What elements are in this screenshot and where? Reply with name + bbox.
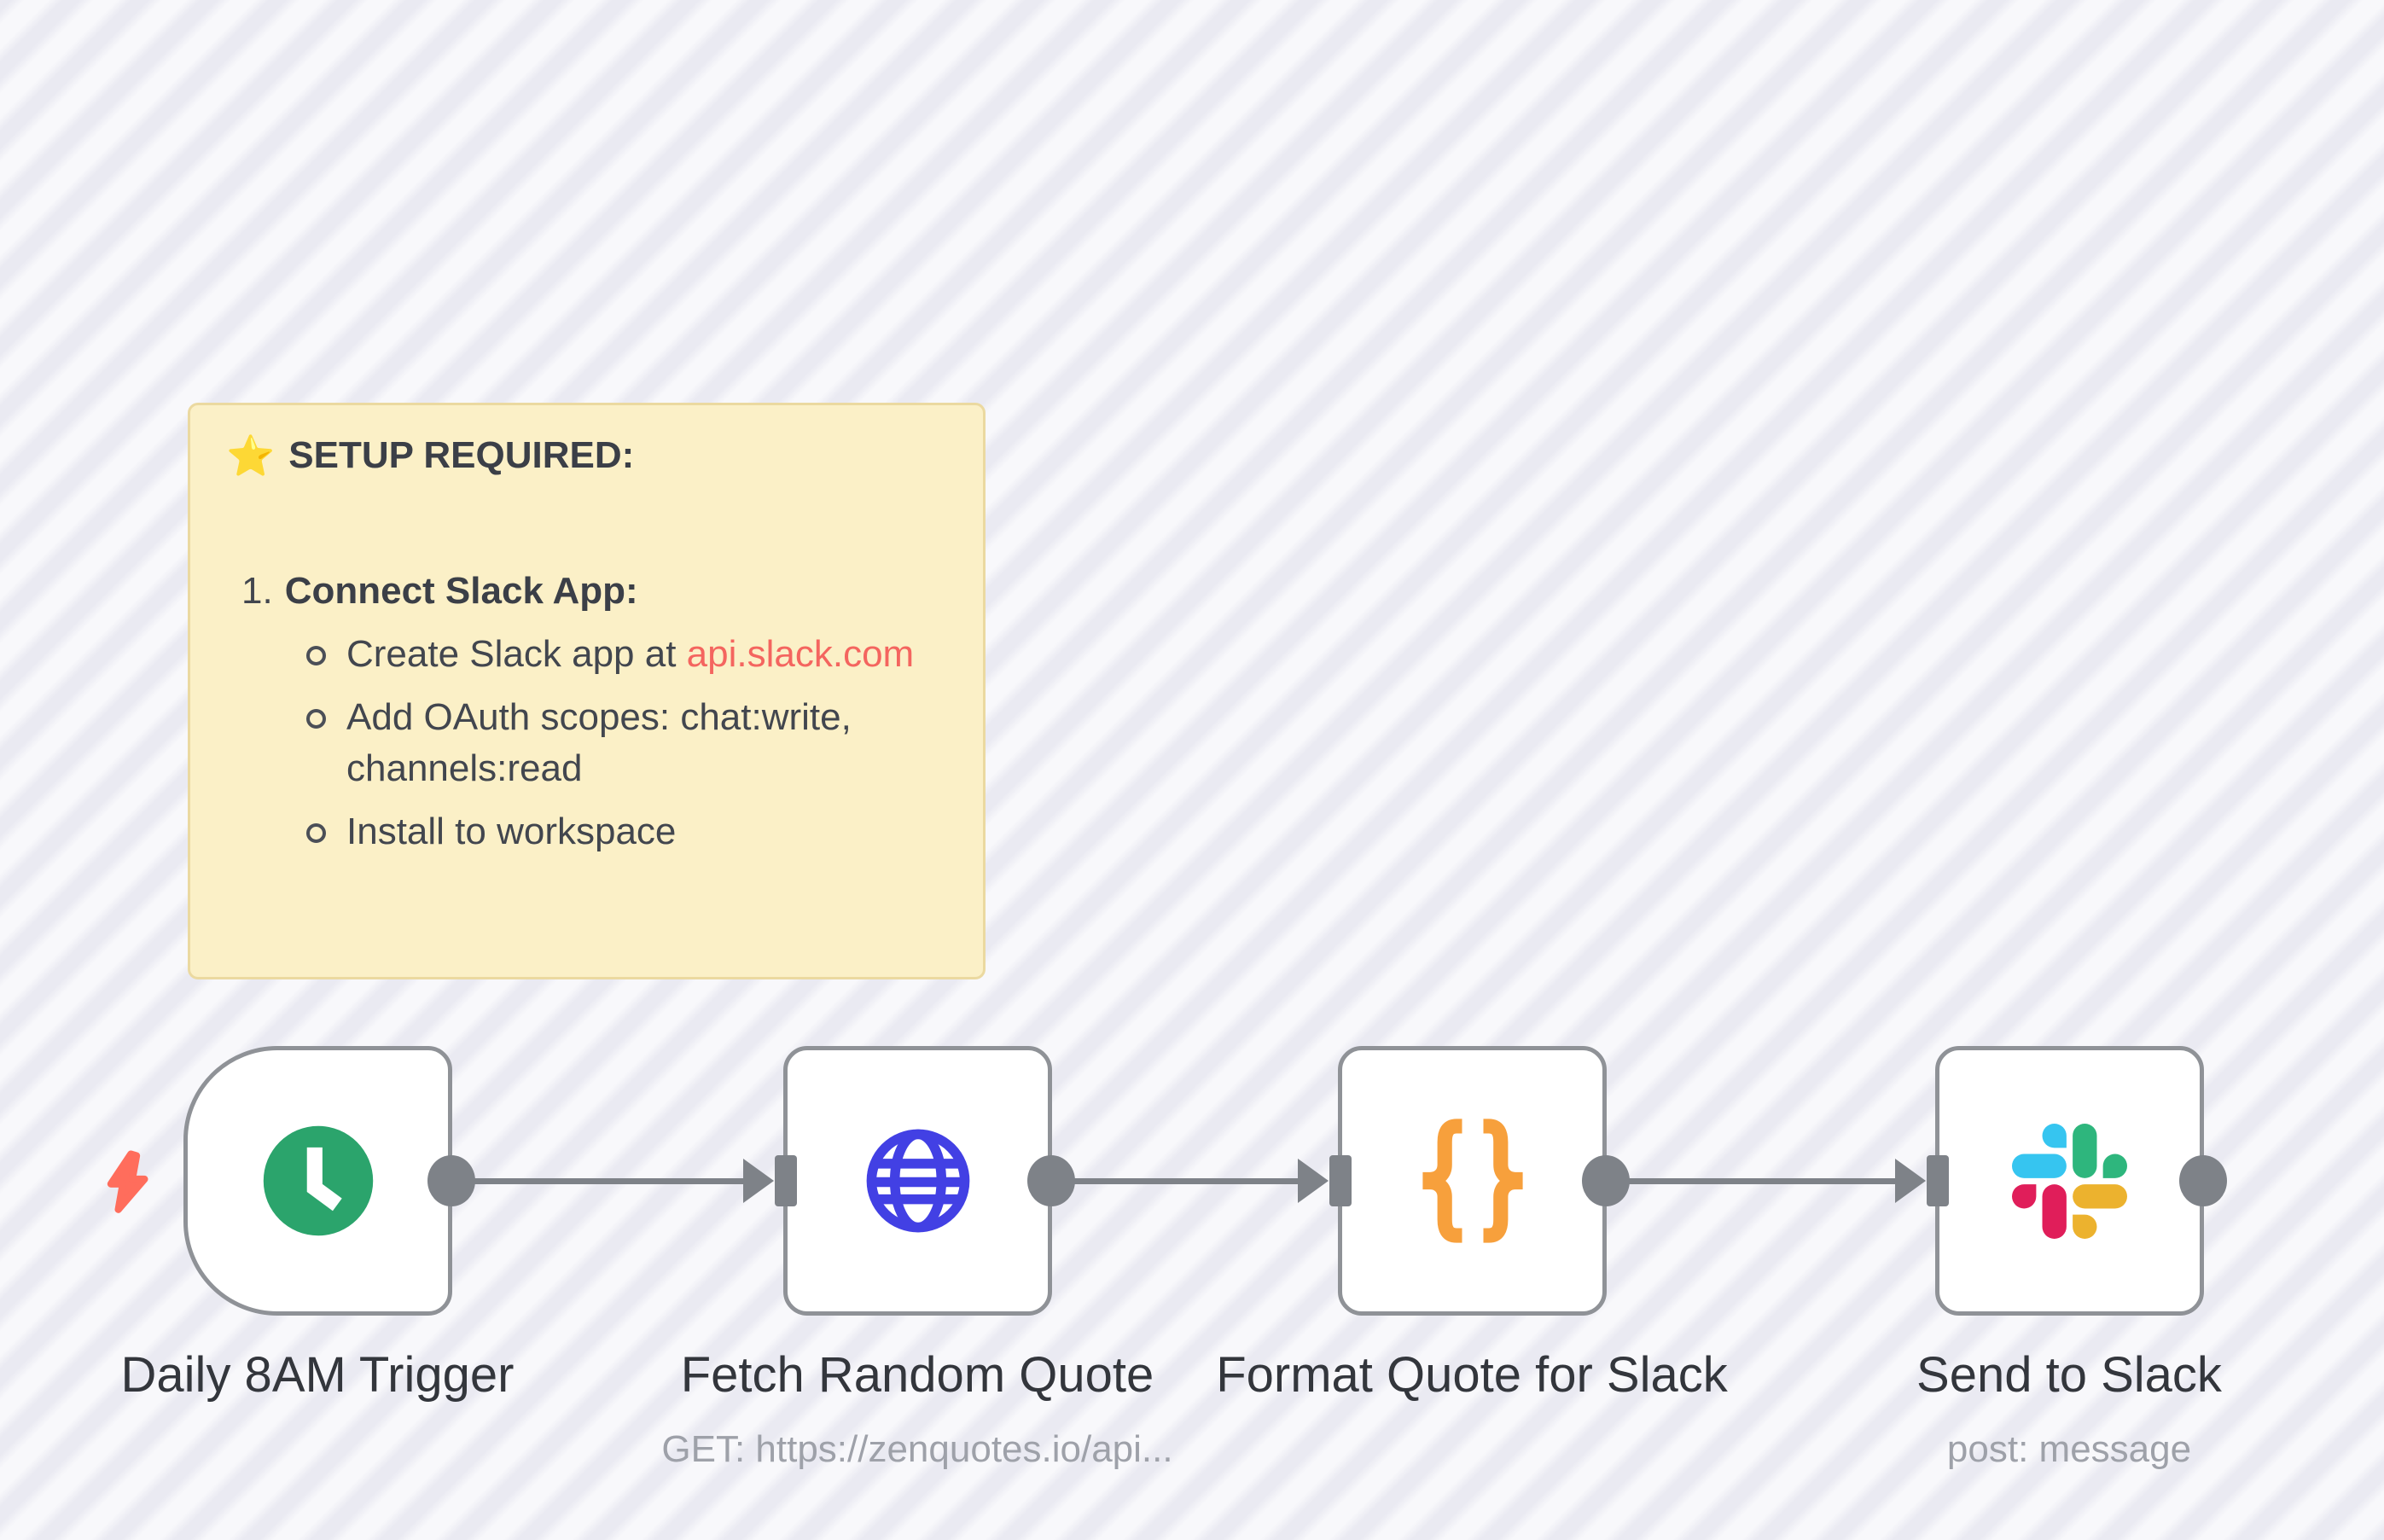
step-number: 1. (241, 570, 273, 612)
input-port[interactable] (1927, 1155, 1949, 1206)
list-item: Create Slack app at api.slack.com (306, 629, 951, 680)
sticky-note[interactable]: ⭐ SETUP REQUIRED: 1. Connect Slack App: C… (188, 403, 986, 979)
bullet-text-segment: Create Slack app at (346, 633, 687, 675)
bullet-circle-icon (306, 823, 326, 843)
sticky-title-text: SETUP REQUIRED: (288, 434, 635, 476)
input-port[interactable] (775, 1155, 797, 1206)
input-arrow-icon (1298, 1159, 1329, 1203)
sticky-note-bullet-list: Create Slack app at api.slack.com Add OA… (223, 629, 951, 857)
list-item: Install to workspace (306, 806, 951, 857)
clock-icon (263, 1125, 373, 1236)
star-icon: ⭐ (226, 433, 276, 478)
bullet-circle-icon (306, 646, 326, 665)
input-arrow-icon (1895, 1159, 1926, 1203)
node-subtitle: GET: https://zenquotes.io/api... (661, 1428, 1173, 1470)
sticky-note-title: ⭐ SETUP REQUIRED: (223, 434, 951, 477)
node-subtitle: post: message (1946, 1428, 2192, 1470)
node-label: Send to Slack (1916, 1347, 2222, 1403)
bullet-text: Install to workspace (346, 811, 677, 852)
connection-wire[interactable] (1611, 1178, 1898, 1184)
node-fetch-random-quote[interactable] (743, 1046, 1075, 1316)
sticky-note-step: 1. Connect Slack App: (223, 566, 951, 617)
node-caption: Send to Slack post: message (1685, 1348, 2384, 1471)
output-port[interactable] (427, 1155, 475, 1206)
output-port[interactable] (2179, 1155, 2227, 1206)
node-caption: Daily 8AM Trigger (0, 1348, 701, 1428)
output-port[interactable] (1582, 1155, 1630, 1206)
node-caption: Fetch Random Quote GET: https://zenquote… (533, 1348, 1301, 1471)
bullet-text: Add OAuth scopes: chat:write, channels:r… (346, 696, 852, 789)
list-item: Add OAuth scopes: chat:write, channels:r… (306, 692, 951, 794)
connection-wire[interactable] (456, 1178, 747, 1184)
connection-wire[interactable] (1056, 1178, 1301, 1184)
node-daily-8am-trigger[interactable] (183, 1046, 475, 1316)
bullet-circle-icon (306, 709, 326, 729)
output-port[interactable] (1027, 1155, 1075, 1206)
step-title: Connect Slack App: (284, 570, 638, 612)
node-format-quote-for-slack[interactable] (1298, 1046, 1630, 1316)
globe-icon (866, 1129, 969, 1233)
node-label: Format Quote for Slack (1216, 1347, 1728, 1403)
node-label: Fetch Random Quote (680, 1347, 1154, 1403)
node-label: Daily 8AM Trigger (120, 1347, 515, 1403)
input-arrow-icon (743, 1159, 774, 1203)
lightning-bolt-icon (107, 1150, 148, 1213)
node-send-to-slack[interactable] (1895, 1046, 2227, 1316)
slack-icon (2012, 1123, 2127, 1239)
bullet-text: Create Slack app at api.slack.com (346, 629, 944, 680)
curly-braces-icon (1422, 1119, 1523, 1243)
api-slack-com-link[interactable]: api.slack.com (686, 633, 915, 675)
input-port[interactable] (1329, 1155, 1352, 1206)
node-caption: Format Quote for Slack (1088, 1348, 1856, 1428)
